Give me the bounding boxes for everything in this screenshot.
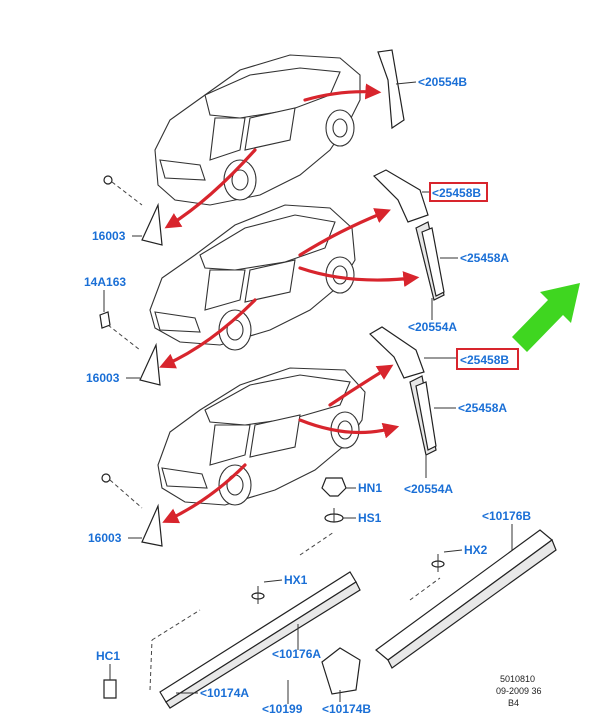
label-16003-1: 16003 — [92, 229, 126, 243]
pillar-25458b-upper — [372, 169, 430, 223]
triangle-part-16003-1 — [103, 175, 163, 246]
label-25458b-lower: <25458B — [460, 353, 509, 367]
label-10174a: <10174A — [200, 686, 249, 700]
label-hx2: HX2 — [464, 543, 488, 557]
label-25458b-upper: <25458B — [432, 186, 481, 200]
label-20554a-lower: <20554A — [404, 482, 453, 496]
clip-hs1 — [324, 508, 356, 523]
highlight-box-25458b-1 — [429, 182, 488, 202]
label-10176a: <10176A — [272, 647, 321, 661]
car-wagon — [157, 367, 366, 506]
car-sedan — [154, 54, 361, 206]
label-10176b: <10176B — [482, 509, 531, 523]
mud-flap-10174b — [321, 647, 361, 702]
label-20554b: <20554B — [418, 75, 467, 89]
sill-right — [375, 524, 557, 669]
label-10199: <10199 — [262, 702, 303, 715]
triangle-part-16003-2 — [99, 290, 161, 386]
ref-code: 5010810 — [500, 674, 535, 684]
label-hs1: HS1 — [358, 511, 382, 525]
label-25458a-upper: <25458A — [460, 251, 509, 265]
clip-hx2 — [431, 549, 463, 572]
sill-left — [149, 531, 361, 709]
pillar-25458a-lower — [409, 375, 456, 478]
label-25458a-lower: <25458A — [458, 401, 507, 415]
clip-hx1 — [251, 579, 283, 604]
clip-hn1 — [321, 477, 356, 497]
car-hatchback — [149, 204, 356, 351]
pillar-25458b-lower — [369, 326, 456, 379]
label-16003-3: 16003 — [88, 531, 122, 545]
label-20554a-upper: <20554A — [408, 320, 457, 334]
green-pointer-arrow — [512, 283, 580, 352]
label-16003-2: 16003 — [86, 371, 120, 385]
red-arrows — [159, 83, 420, 524]
triangle-part-16003-3 — [101, 473, 163, 547]
label-hn1: HN1 — [358, 481, 382, 495]
label-hx1: HX1 — [284, 573, 308, 587]
ref-sheet: B4 — [508, 698, 519, 708]
highlight-box-25458b-2 — [456, 348, 519, 370]
label-10174b: <10174B — [322, 702, 371, 715]
pillar-20554b — [377, 49, 417, 130]
pillar-25458a-upper — [415, 221, 458, 320]
clip-hc1 — [103, 664, 117, 699]
label-14a163: 14A163 — [84, 275, 126, 289]
ref-date: 09-2009 36 — [496, 686, 542, 696]
label-hc1: HC1 — [96, 649, 120, 663]
